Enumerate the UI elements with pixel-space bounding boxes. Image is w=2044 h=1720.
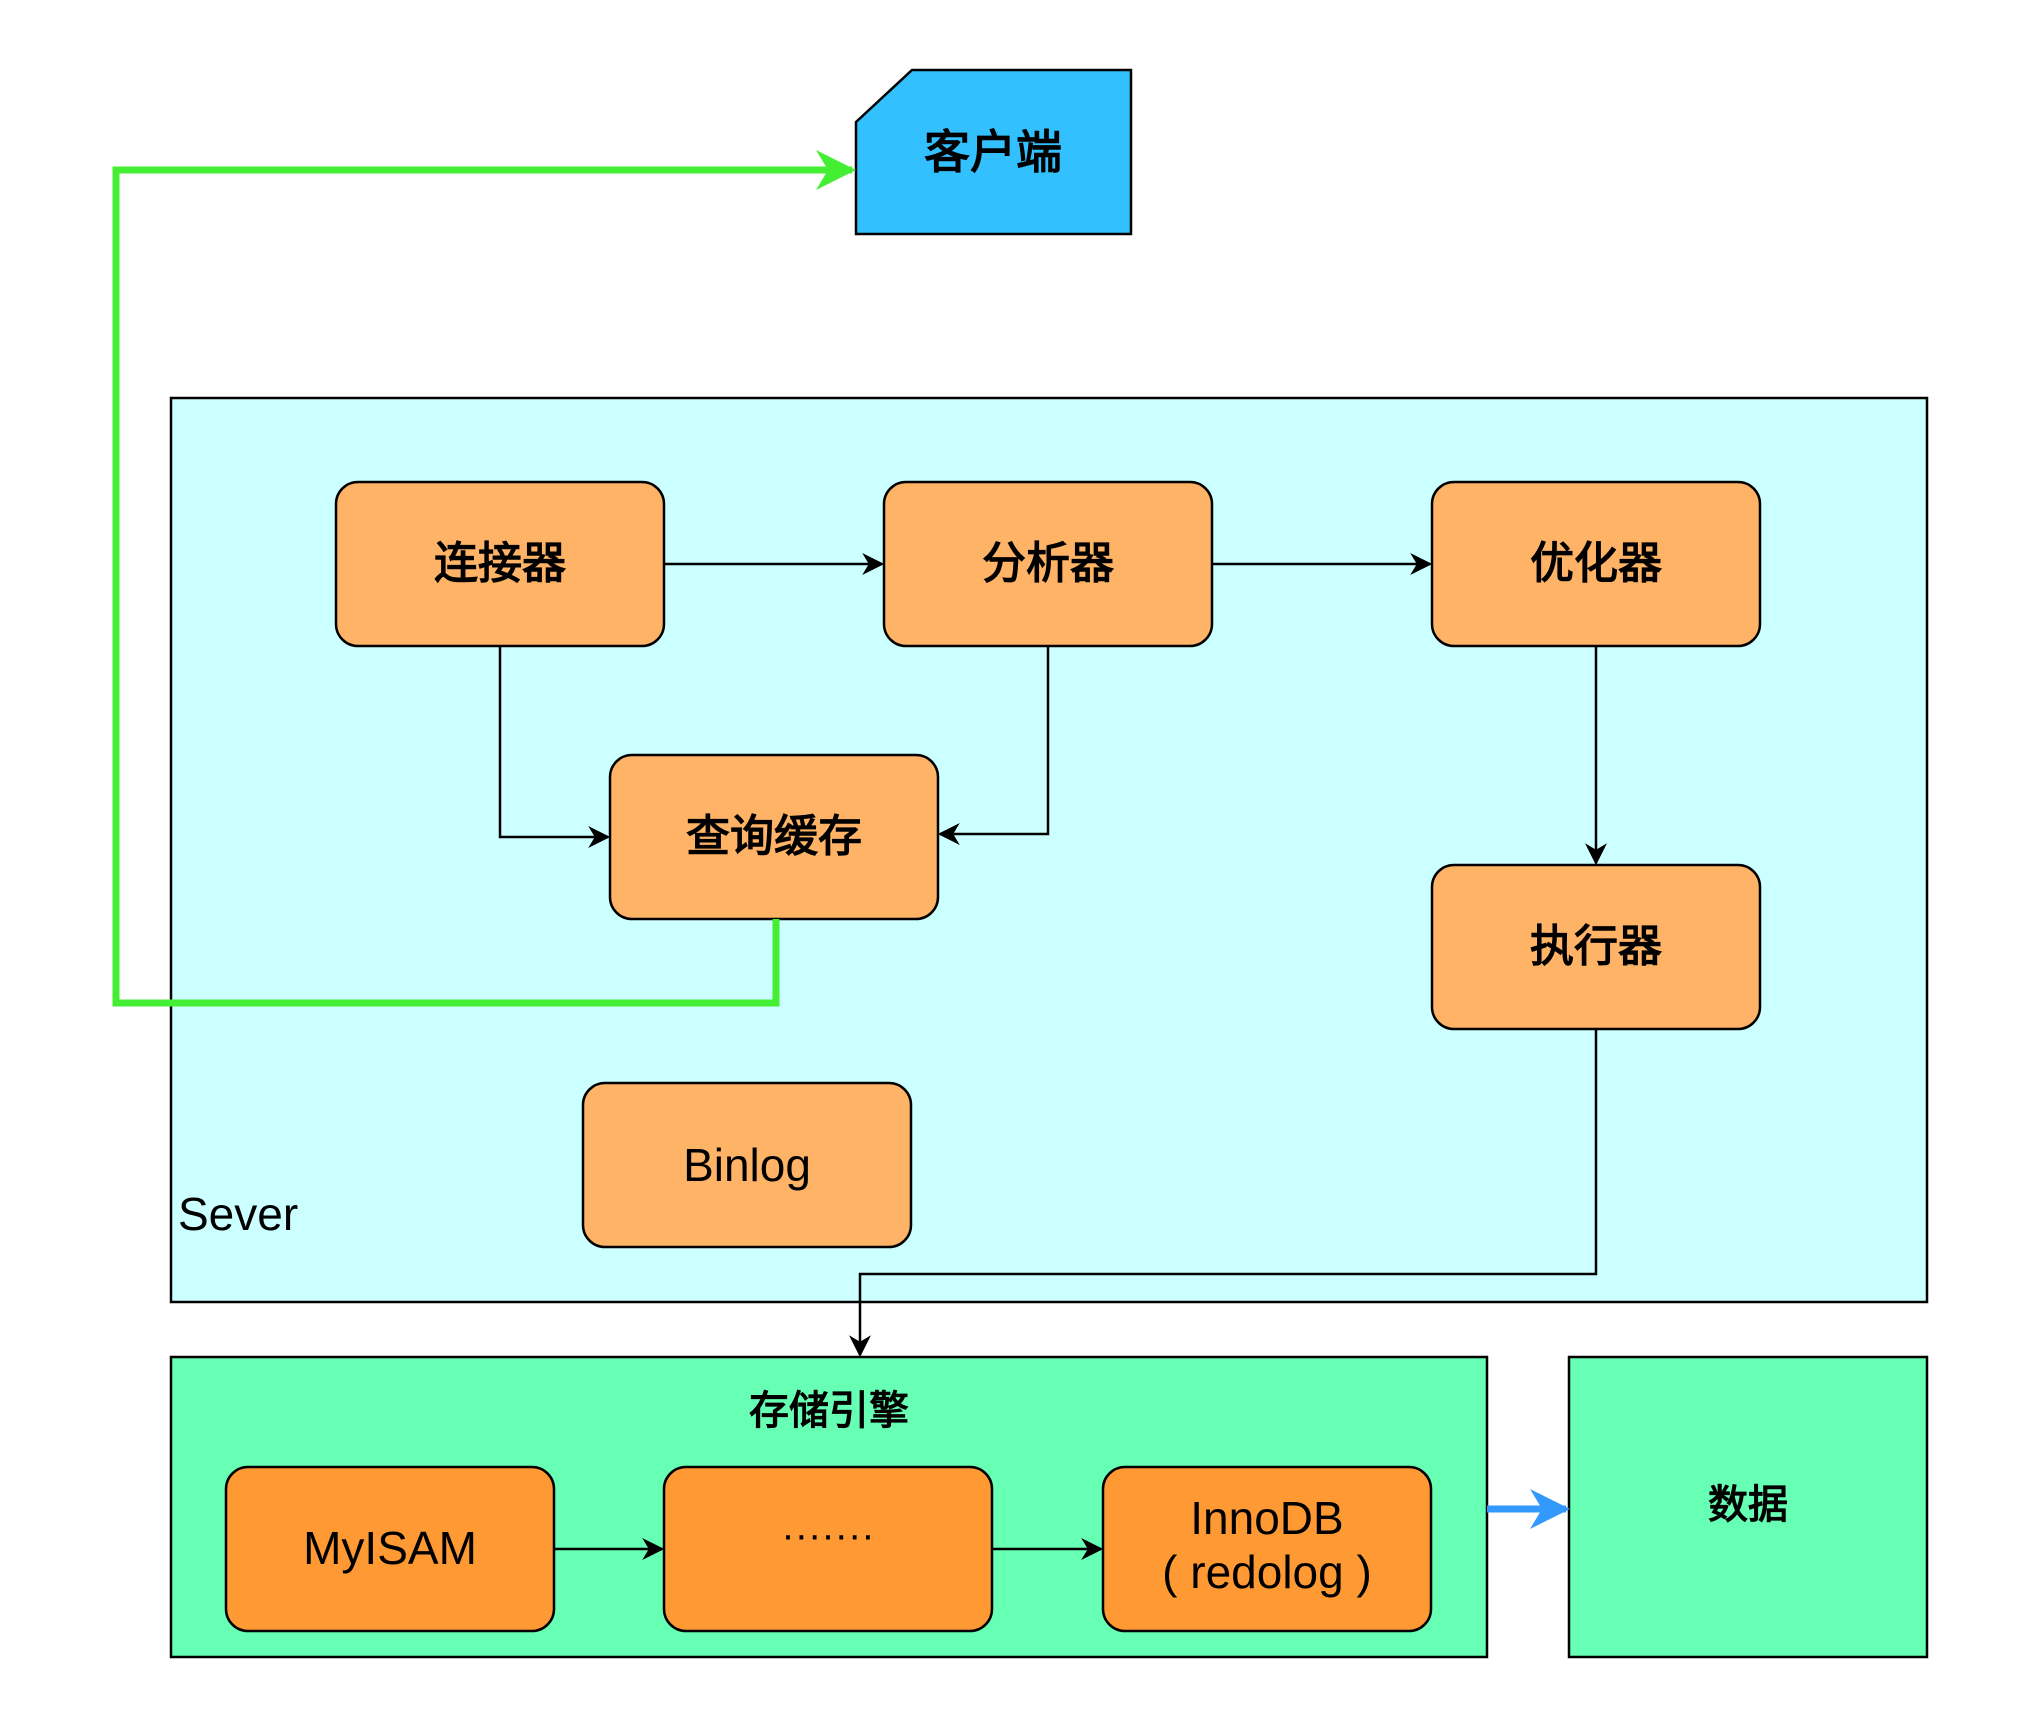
client-node (854, 68, 1133, 236)
analyzer-label: 分析器 (982, 538, 1115, 589)
connector-to-query-cache-edge (498, 646, 611, 848)
analyzer-to-query-cache-edge (937, 646, 1050, 845)
binlog-node (581, 1081, 913, 1249)
server-label: Sever (178, 1188, 298, 1240)
innodb-label-line1: InnoDB (1190, 1492, 1343, 1544)
other-engines-label: ······· (781, 1513, 874, 1557)
optimizer-label: 优化器 (1530, 538, 1663, 589)
executor-label: 执行器 (1530, 921, 1663, 972)
executor-to-storage-engine-edge (849, 1029, 1598, 1358)
data-label: 数据 (1708, 1481, 1788, 1528)
query-cache-to-client-return-edge (112, 150, 856, 1007)
innodb-label-line2: ( redolog ) (1162, 1546, 1372, 1598)
binlog-label: Binlog (683, 1139, 811, 1191)
myisam-label: MyISAM (303, 1522, 477, 1574)
connector-label: 连接器 (434, 538, 567, 589)
data-node (1567, 1355, 1929, 1659)
query-cache-label: 查询缓存 (686, 811, 862, 862)
client-label: 客户端 (924, 125, 1062, 179)
storage-engine-label: 存储引擎 (749, 1387, 909, 1434)
